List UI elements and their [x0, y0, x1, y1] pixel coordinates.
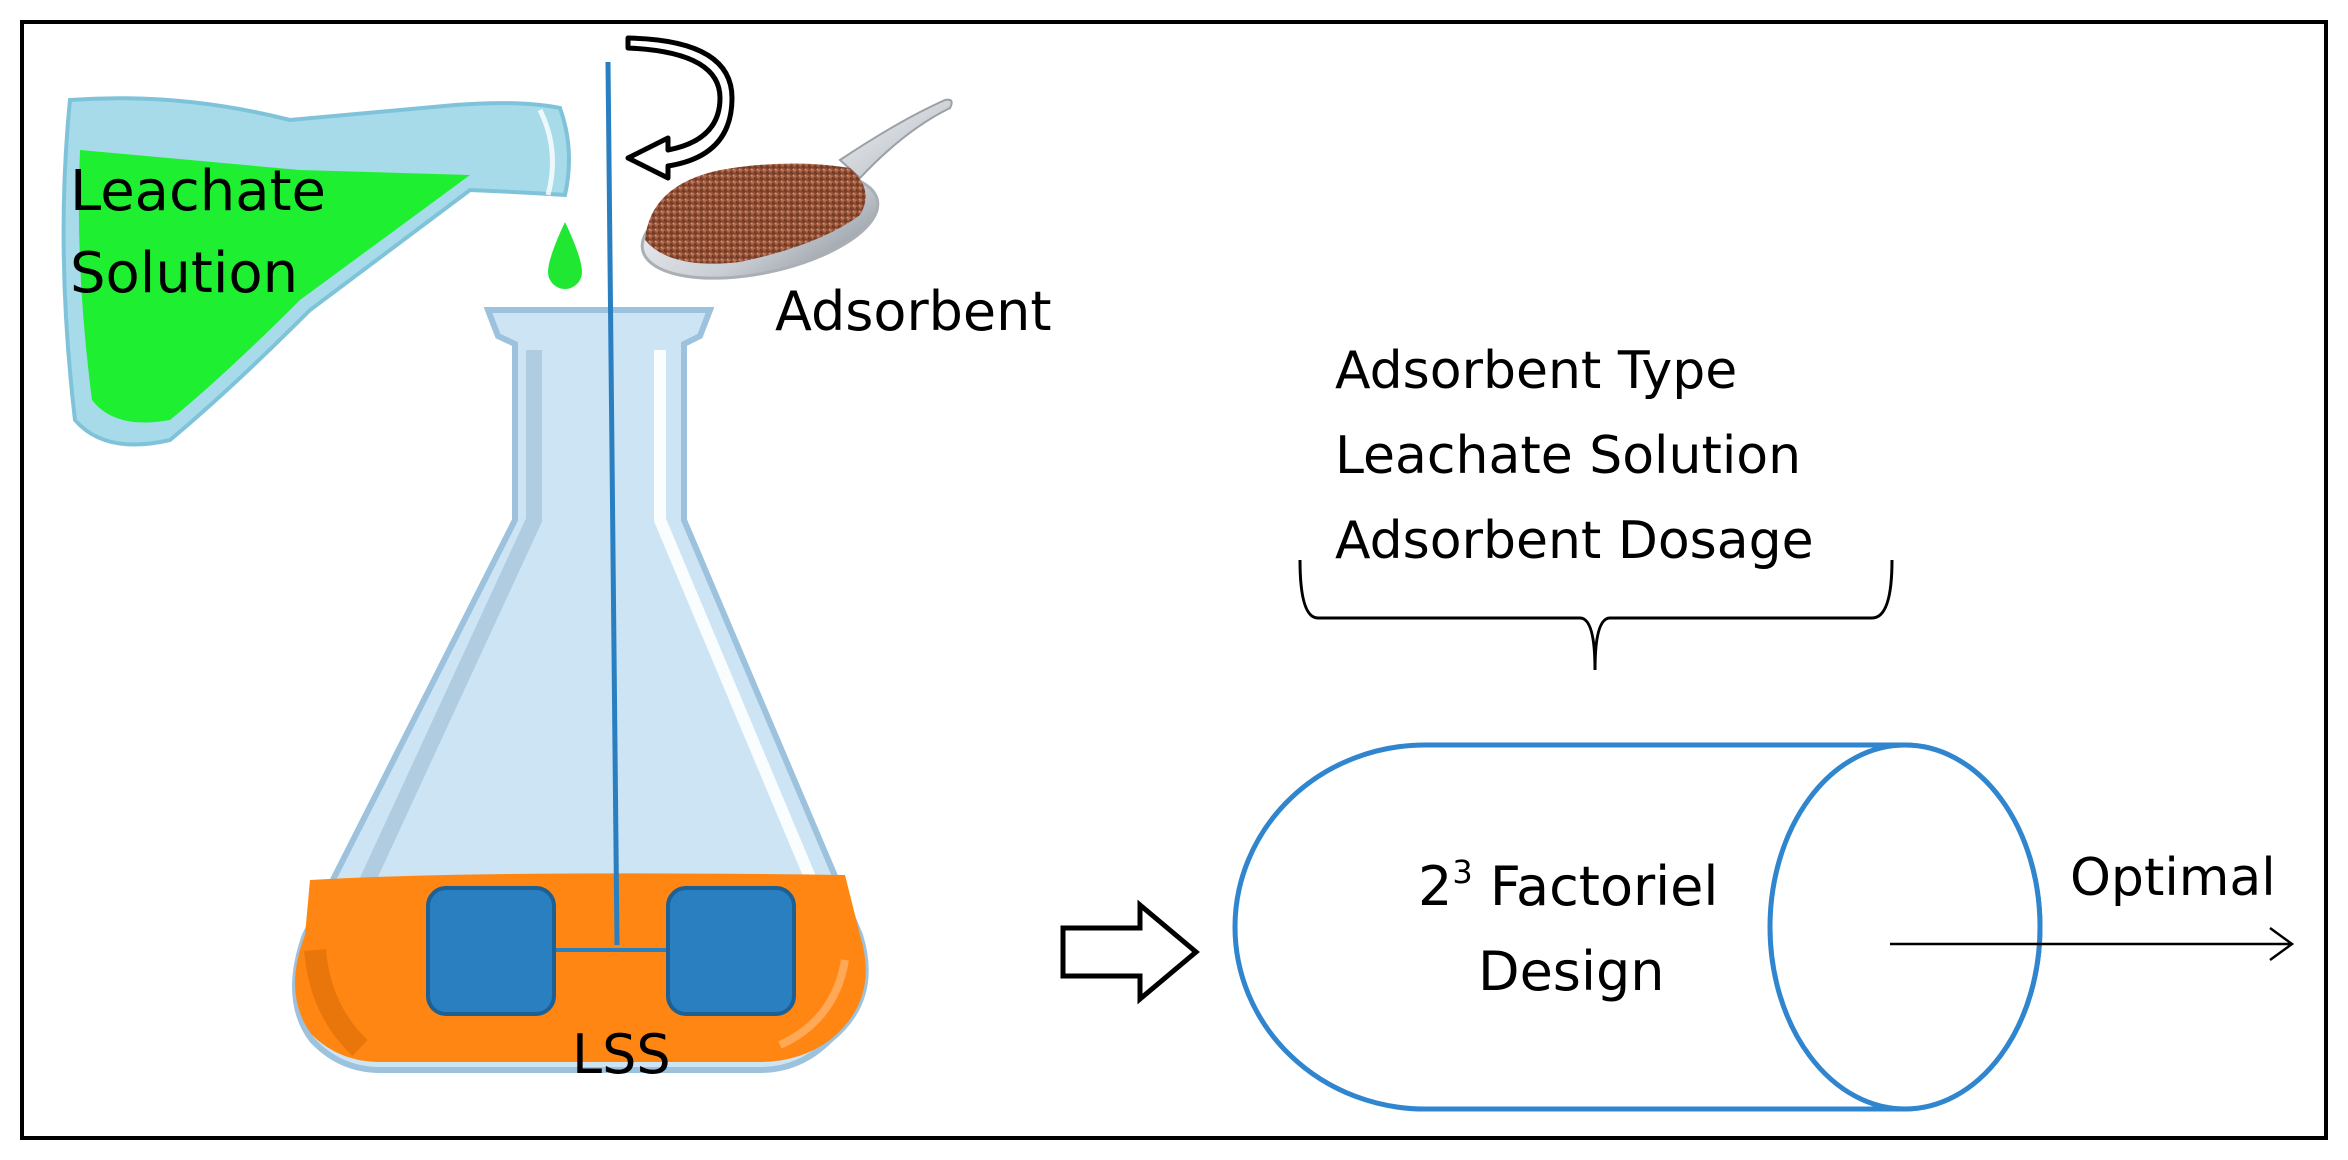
cylinder-end-face	[1767, 742, 2043, 1112]
design-label-line1: 23 Factoriel	[1418, 853, 1718, 918]
stirrer-paddle-left	[426, 886, 556, 1016]
design-line1-rest: Factoriel	[1473, 855, 1719, 918]
factor-adsorbent-type: Adsorbent Type	[1335, 341, 1737, 401]
lss-label: LSS	[572, 1023, 671, 1086]
stirrer-paddle-right	[666, 886, 796, 1016]
optimal-label: Optimal	[2070, 848, 2276, 908]
spoon-icon	[640, 98, 953, 280]
process-arrow-icon	[1060, 899, 1200, 1005]
adsorbent-label: Adsorbent	[775, 280, 1052, 343]
rotation-arrow-icon	[625, 35, 735, 181]
design-label-line2: Design	[1478, 940, 1664, 1003]
curly-brace	[1298, 559, 1894, 671]
droplet-icon	[548, 222, 582, 289]
factorial-design-cylinder	[1232, 742, 2043, 1112]
leachate-label-line2: Solution	[70, 241, 298, 306]
design-exponent: 3	[1452, 853, 1472, 891]
diagram-border	[20, 20, 2328, 1140]
adsorbent-powder	[645, 163, 866, 264]
leachate-label-line1: Leachate	[70, 159, 326, 224]
output-arrow-icon	[1890, 926, 2295, 962]
stirrer	[426, 61, 796, 1016]
factor-leachate-solution: Leachate Solution	[1335, 426, 1801, 486]
pouring-flask	[61, 96, 571, 447]
design-base: 2	[1418, 855, 1452, 918]
factor-adsorbent-dosage: Adsorbent Dosage	[1335, 511, 1814, 571]
